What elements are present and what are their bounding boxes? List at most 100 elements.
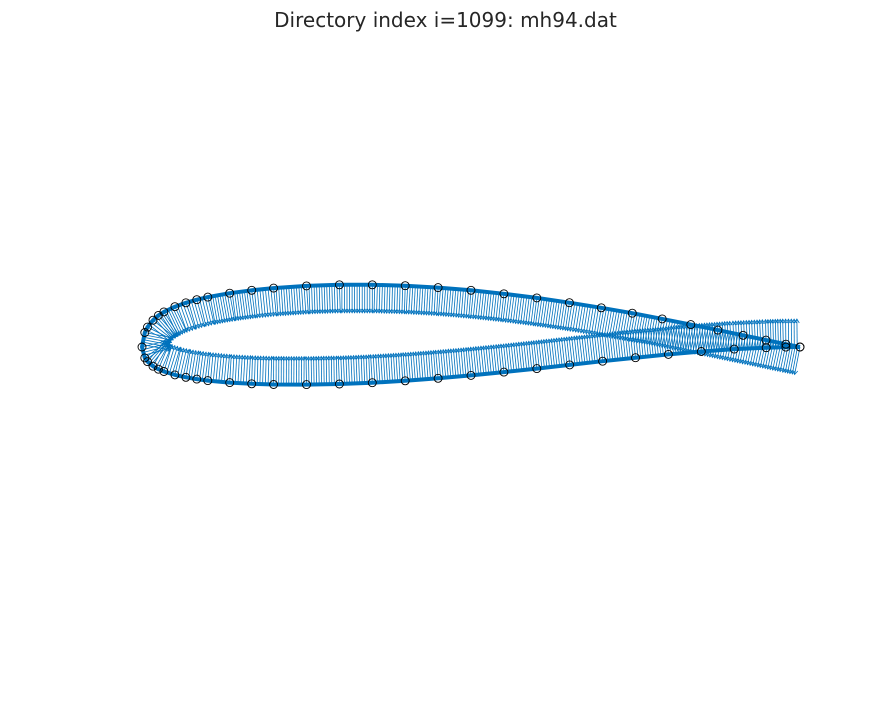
normal-arrow-head xyxy=(195,350,201,356)
normal-arrow-head xyxy=(485,315,492,322)
normal-arrow xyxy=(363,354,370,383)
normal-arrow-head xyxy=(508,342,515,348)
normal-arrow-head xyxy=(545,323,552,329)
normal-arrow-head xyxy=(719,321,726,327)
normal-arrow-head xyxy=(526,320,532,326)
normal-arrow-shaft xyxy=(535,340,540,369)
normal-arrow xyxy=(376,284,382,314)
normal-arrow-shaft xyxy=(401,285,404,314)
normal-arrow-shaft xyxy=(158,343,170,370)
normal-arrow-head xyxy=(475,345,482,351)
normal-arrow-shaft xyxy=(422,351,426,380)
normal-arrow-head xyxy=(709,321,715,327)
normal-arrow xyxy=(456,347,462,377)
normal-arrow-shaft xyxy=(229,293,236,321)
normal-arrow xyxy=(423,286,430,316)
panel-point-marker xyxy=(170,302,180,312)
normal-arrow-head xyxy=(615,334,621,340)
normal-arrow xyxy=(406,285,412,315)
panel-point-marker xyxy=(466,285,476,295)
normal-arrow-shaft xyxy=(285,287,289,316)
normal-arrow-head xyxy=(511,342,517,348)
normal-arrow-head xyxy=(295,310,301,316)
normal-arrow xyxy=(560,302,568,331)
normal-arrow-shaft xyxy=(311,285,313,314)
normal-arrow xyxy=(550,300,558,330)
normal-arrow-shaft xyxy=(523,341,528,370)
normal-arrow xyxy=(493,343,500,373)
normal-arrow xyxy=(790,346,798,375)
normal-arrow-shaft xyxy=(262,289,266,318)
normal-arrow-shaft xyxy=(664,320,671,348)
normal-arrow xyxy=(212,296,220,325)
normal-arrow xyxy=(491,292,497,322)
normal-arrow-head xyxy=(216,318,223,325)
normal-arrow-shaft xyxy=(370,354,373,383)
normal-arrow-shaft xyxy=(594,333,598,362)
normal-arrow-shaft xyxy=(557,301,563,330)
normal-arrow-head xyxy=(466,313,472,319)
normal-arrow-shaft xyxy=(180,304,191,332)
normal-arrow-head xyxy=(332,308,338,314)
normal-arrow-shaft xyxy=(407,352,411,381)
normal-arrow xyxy=(473,291,479,320)
normal-arrow-head xyxy=(235,315,241,322)
normal-arrow-shaft xyxy=(678,325,682,354)
normal-arrow xyxy=(544,338,550,368)
normal-arrow-shaft xyxy=(655,327,659,356)
normal-arrow-shaft xyxy=(562,302,568,331)
normal-arrow xyxy=(620,330,626,359)
normal-arrow-shaft xyxy=(685,324,689,353)
normal-arrow-shaft xyxy=(437,287,441,316)
normal-arrow-shaft xyxy=(393,353,396,382)
normal-arrow-head xyxy=(620,335,626,341)
normal-arrow-head xyxy=(468,346,474,352)
normal-arrow-shaft xyxy=(520,342,525,370)
normal-arrow-head xyxy=(730,357,736,363)
normal-arrow-shaft xyxy=(368,354,371,383)
panel-point-marker xyxy=(400,376,410,386)
normal-arrow-head xyxy=(305,309,311,315)
normal-arrow-shaft xyxy=(408,285,411,315)
normal-arrow xyxy=(244,291,251,320)
normal-arrow xyxy=(794,318,800,348)
normal-arrow-head xyxy=(287,310,294,316)
normal-arrow xyxy=(209,296,218,325)
normal-arrow-head xyxy=(491,344,497,350)
normal-arrow-shaft xyxy=(460,289,464,318)
normal-arrow xyxy=(379,285,385,314)
normal-arrow-head xyxy=(794,318,800,324)
normal-arrow-shaft xyxy=(538,340,543,369)
normal-arrow-head xyxy=(370,353,377,359)
normal-arrow xyxy=(566,336,573,365)
panel-point-marker xyxy=(433,283,443,293)
normal-arrow-shaft xyxy=(217,295,223,323)
normal-arrow-shaft xyxy=(465,347,469,376)
normal-arrow xyxy=(296,355,302,385)
normal-arrow xyxy=(483,292,490,321)
normal-arrow-shaft xyxy=(480,346,485,375)
normal-arrow-head xyxy=(513,341,520,347)
normal-arrow-shaft xyxy=(193,350,199,379)
normal-arrow-head xyxy=(433,349,439,355)
normal-arrow-shaft xyxy=(331,285,334,314)
normal-arrow xyxy=(319,285,326,315)
normal-arrow-head xyxy=(531,321,537,327)
normal-arrow xyxy=(391,285,398,315)
normal-arrow-shaft xyxy=(402,352,406,381)
normal-arrow-head xyxy=(286,355,292,361)
normal-arrow-head xyxy=(202,351,209,357)
normal-arrow-shaft xyxy=(144,341,168,359)
normal-arrow xyxy=(630,329,636,358)
normal-arrow-head xyxy=(340,355,347,361)
normal-arrow-head xyxy=(751,319,758,325)
normal-arrow-head xyxy=(560,325,567,331)
normal-arrow-shaft xyxy=(540,339,545,368)
normal-arrow-head xyxy=(548,323,554,329)
normal-arrow-shaft xyxy=(669,321,676,349)
normal-arrow-head xyxy=(730,320,736,326)
normal-arrow xyxy=(485,292,492,322)
normal-arrow-head xyxy=(290,310,296,316)
normal-arrow xyxy=(660,319,668,349)
normal-arrow-shaft xyxy=(581,335,586,364)
